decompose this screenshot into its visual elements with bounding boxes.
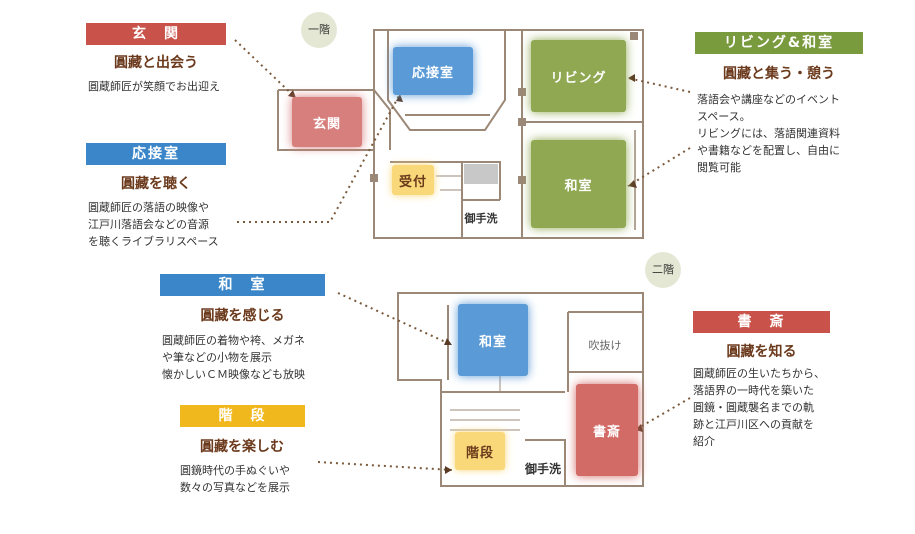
callout-living-heading: 圓藏と集う・憩う	[723, 66, 835, 82]
callout-shosai-banner: 書 斎	[693, 311, 830, 333]
callout-washitsu-desc: 圓蔵師匠の着物や袴、メガネ や筆などの小物を展示 懐かしいＣＭ映像なども放映	[162, 334, 305, 381]
room-living: リビング	[531, 40, 626, 112]
callout-kaidan-heading: 圓藏を楽しむ	[200, 439, 284, 455]
callout-genkan-desc: 圓蔵師匠が笑顔でお出迎え	[88, 80, 220, 93]
room-toilet-2f: 御手洗	[524, 461, 561, 476]
callout-kaidan-desc: 圓鏡時代の手ぬぐいや 数々の写真などを展示	[180, 464, 290, 494]
callout-shosai-desc: 圓蔵師匠の生いたちから、 落語界の一時代を築いた 圓鏡・圓蔵襲名までの軌 跡と江…	[693, 367, 825, 448]
room-genkan: 玄関	[292, 97, 362, 147]
callout-shosai-heading: 圓藏を知る	[726, 344, 797, 360]
callout-kaidan-banner: 階 段	[180, 405, 305, 427]
room-fukinuke: 吹抜け	[588, 339, 622, 352]
callout-washitsu-heading: 圓藏を感じる	[200, 308, 285, 324]
callout-genkan-heading: 圓藏と出会う	[114, 55, 198, 71]
callout-reception-desc: 圓蔵師匠の落語の映像や 江戸川落語会などの音源 を聴くライブラリスペース	[88, 201, 219, 248]
room-washitsu-2f: 和室	[458, 304, 528, 376]
room-uketsuke: 受付	[392, 165, 434, 195]
callout-reception-heading: 圓藏を聴く	[121, 176, 191, 192]
room-shosai: 書斎	[576, 384, 638, 476]
callout-washitsu-banner: 和 室	[160, 274, 325, 296]
second-floor-badge: 二階	[645, 252, 681, 288]
callout-reception-banner: 応接室	[86, 143, 226, 165]
room-reception: 応接室	[393, 47, 473, 95]
callout-genkan-banner: 玄 関	[86, 23, 226, 45]
callout-living-desc: 落語会や講座などのイベント スペース。 リビングには、落語関連資料 や書籍などを…	[697, 93, 840, 174]
room-washitsu-1f: 和室	[531, 140, 626, 228]
room-kaidan: 階段	[455, 432, 505, 470]
first-floor-badge: 一階	[301, 12, 337, 48]
callout-living-banner: リビング&和室	[695, 32, 863, 54]
room-toilet-1f: 御手洗	[464, 212, 498, 225]
